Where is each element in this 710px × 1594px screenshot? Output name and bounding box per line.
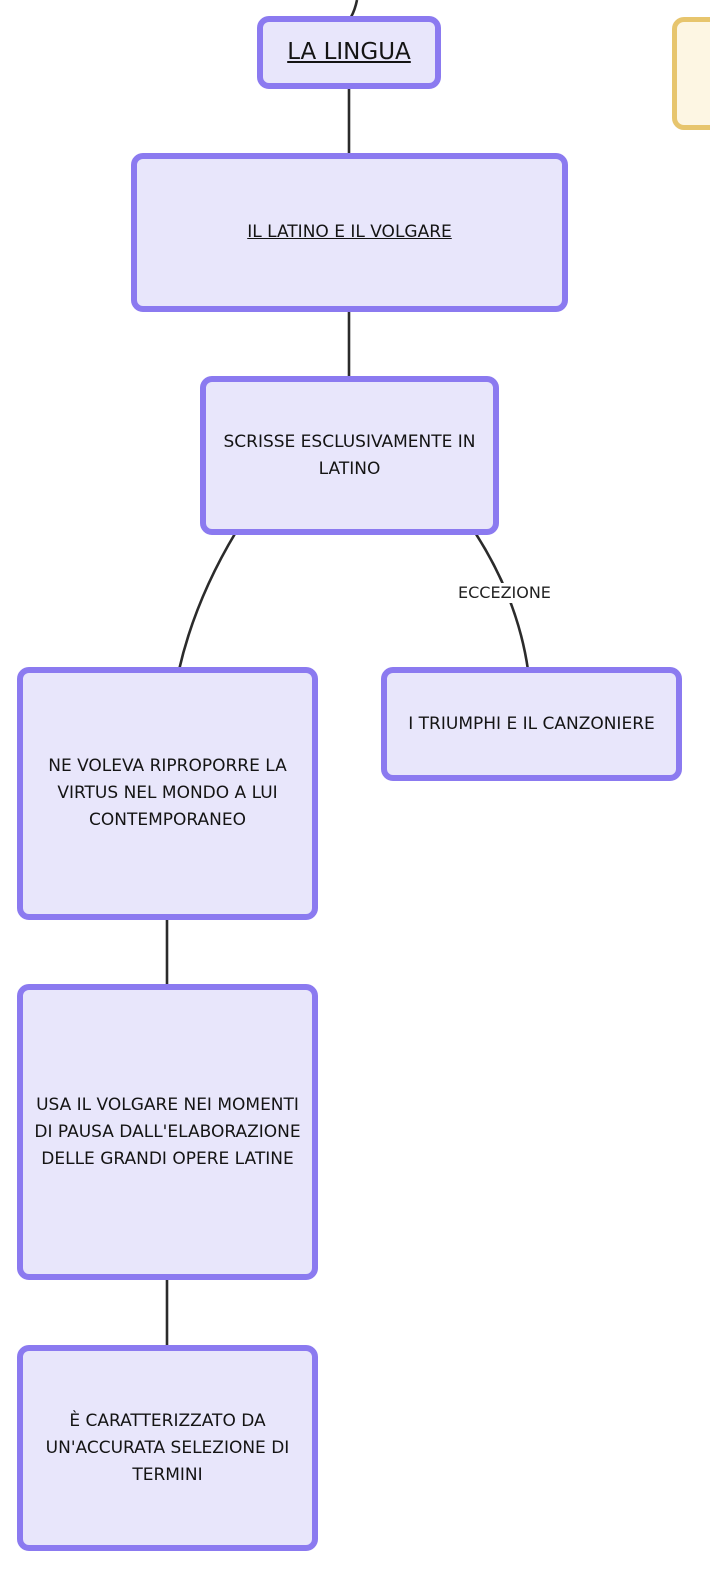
node-label: USA IL VOLGARE NEI MOMENTI DI PAUSA DALL… [34,1094,301,1169]
edge-incoming-root [349,0,359,18]
node-caratterizzato[interactable]: È CARATTERIZZATO DA UN'ACCURATA SELEZION… [17,1345,318,1551]
note-card[interactable] [672,17,710,130]
node-label: È CARATTERIZZATO DA UN'ACCURATA SELEZION… [45,1410,290,1485]
node-volgare-pausa[interactable]: USA IL VOLGARE NEI MOMENTI DI PAUSA DALL… [17,984,318,1280]
node-virtus[interactable]: NE VOLEVA RIPROPORRE LA VIRTUS NEL MONDO… [17,667,318,920]
edge-label-eccezione: ECCEZIONE [457,583,552,603]
node-label: NE VOLEVA RIPROPORRE LA VIRTUS NEL MONDO… [48,756,287,830]
node-la-lingua[interactable]: LA LINGUA [257,16,441,89]
node-triumphi[interactable]: I TRIUMPHI E IL CANZONIERE [381,667,682,781]
node-label: LA LINGUA [287,39,411,65]
node-label: I TRIUMPHI E IL CANZONIERE [408,713,655,734]
edge-scrisse-to-virtus [177,531,238,671]
node-label: SCRISSE ESCLUSIVAMENTE IN LATINO [223,431,476,479]
node-latino-volgare[interactable]: IL LATINO E IL VOLGARE [131,153,568,312]
node-label: IL LATINO E IL VOLGARE [247,222,452,242]
node-scrisse-latino[interactable]: SCRISSE ESCLUSIVAMENTE IN LATINO [200,376,499,535]
